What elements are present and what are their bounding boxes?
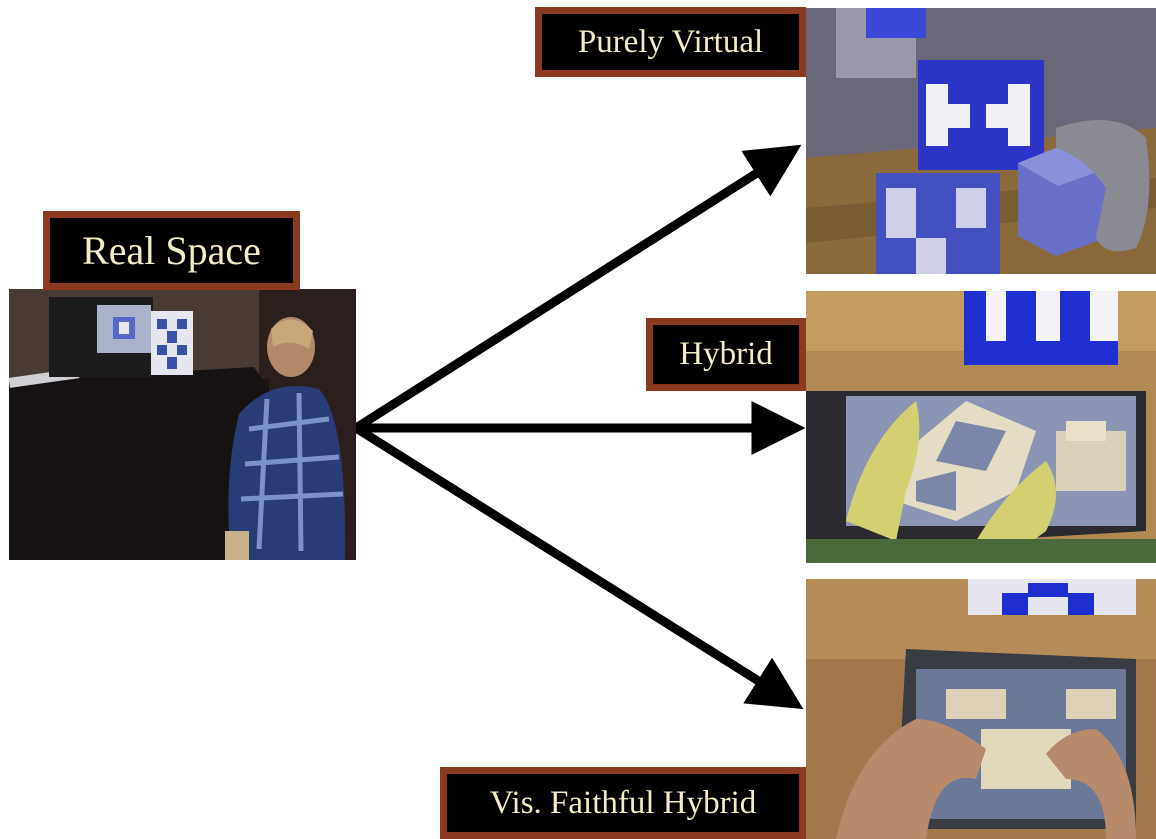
- vis-faithful-hybrid-photo: [806, 579, 1156, 839]
- label-real-space-text: Real Space: [82, 228, 261, 273]
- label-vis-faithful-hybrid: Vis. Faithful Hybrid: [440, 767, 806, 839]
- arrow-to-purely-virtual: [353, 144, 802, 432]
- label-vis-faithful-hybrid-text: Vis. Faithful Hybrid: [489, 784, 757, 821]
- purely-virtual-photo: [806, 8, 1156, 274]
- real-space-photo: [9, 289, 356, 560]
- label-purely-virtual-text: Purely Virtual: [577, 23, 764, 60]
- label-hybrid: Hybrid: [646, 318, 806, 391]
- arrow-to-vis-faithful-hybrid: [353, 424, 804, 710]
- label-real-space: Real Space: [43, 211, 300, 290]
- label-hybrid-text: Hybrid: [679, 336, 773, 372]
- label-purely-virtual: Purely Virtual: [535, 7, 806, 77]
- hybrid-photo: [806, 291, 1156, 563]
